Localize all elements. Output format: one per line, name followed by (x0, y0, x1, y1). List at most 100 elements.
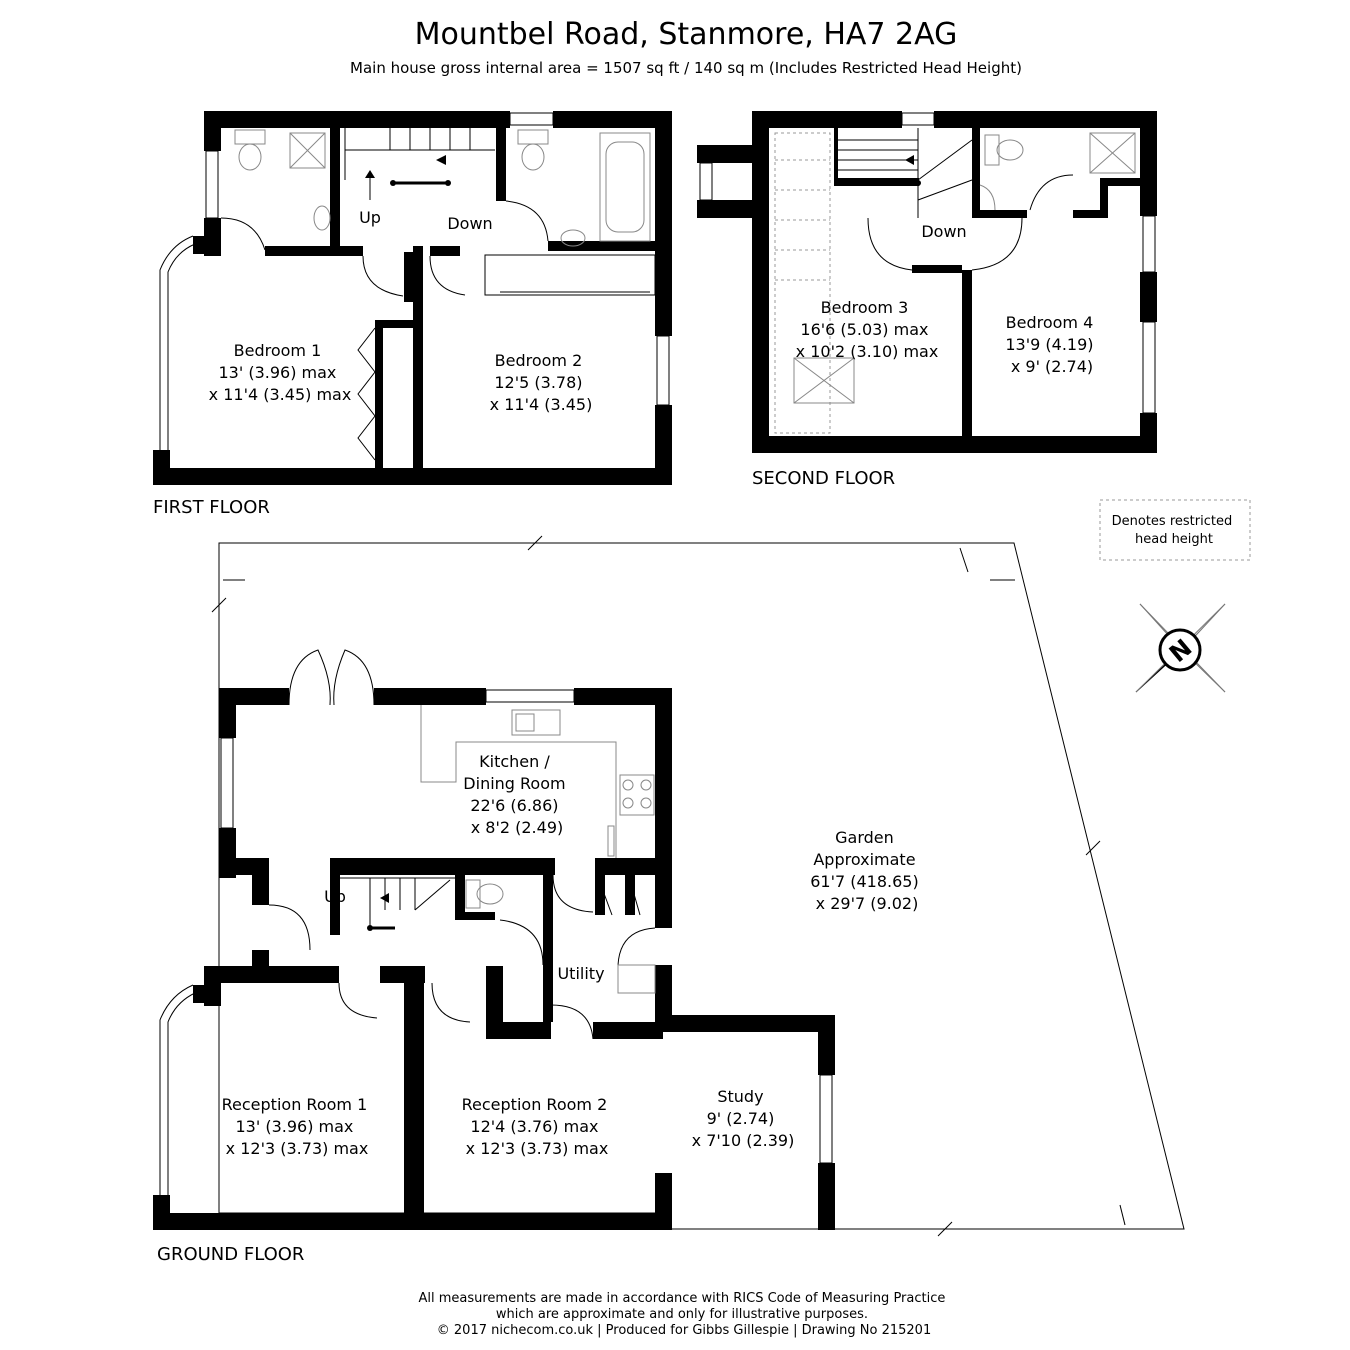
ground-floor-label: GROUND FLOOR (157, 1244, 304, 1265)
window (220, 737, 234, 829)
ensuite-fixtures (234, 129, 331, 231)
door-swing (550, 1004, 594, 1040)
reception-room-2-label: Reception Room 2 12'4 (3.76) max x 12'3 … (462, 1095, 613, 1158)
dimension-marker (527, 535, 543, 551)
wall (375, 320, 383, 468)
restricted-head-height-legend: Denotes restricted head height (1099, 499, 1251, 561)
door-swing (429, 255, 466, 296)
wall (414, 983, 424, 1213)
window (699, 162, 713, 201)
bay-window (159, 984, 194, 1195)
appliance (607, 825, 615, 857)
kitchen-label: Kitchen / Dining Room 22'6 (6.86) x 8'2 … (463, 752, 570, 837)
wall (655, 405, 672, 485)
wall (1140, 111, 1157, 216)
wall (1140, 272, 1157, 322)
wall (752, 111, 769, 453)
wall (204, 111, 221, 151)
wall (193, 236, 221, 254)
wall (330, 111, 340, 256)
wall (834, 128, 838, 183)
second-floor-stairs (838, 128, 973, 218)
wall (595, 858, 672, 875)
wall (818, 1163, 835, 1230)
wall (595, 875, 605, 915)
wall (330, 875, 340, 935)
wall (912, 265, 962, 273)
first-floor-plan: Up Down Bedroom 1 13' (3.96) max x 11'4 … (153, 111, 672, 518)
door-swing (617, 927, 656, 966)
ground-floor-plan: Kitchen / Dining Room 22'6 (6.86) x 8'2 … (153, 535, 1185, 1265)
french-door (333, 649, 375, 706)
cupboard-door (598, 879, 613, 916)
dimension-marker (959, 547, 969, 573)
study-label: Study 9' (2.74) x 7'10 (2.39) (692, 1087, 795, 1150)
wall (269, 966, 339, 983)
window (1142, 321, 1156, 414)
wall (697, 145, 769, 163)
wall (752, 111, 902, 128)
door-swing (268, 904, 311, 951)
sink (511, 709, 561, 736)
window (485, 689, 575, 703)
window (656, 335, 670, 406)
wall (934, 111, 1157, 128)
dimension-marker (1085, 840, 1101, 856)
wall (655, 965, 672, 1015)
first-floor-stairs (344, 128, 495, 200)
stairs-down-label: Down (921, 222, 966, 241)
disclaimer: All measurements are made in accordance … (418, 1291, 949, 1338)
window (509, 112, 554, 126)
ground-floor-stairs (340, 877, 455, 931)
bedroom-1-label: Bedroom 1 13' (3.96) max x 11'4 (3.45) m… (209, 341, 352, 404)
wall (153, 1195, 170, 1230)
french-door (288, 649, 331, 706)
bedroom-2-label: Bedroom 2 12'5 (3.78) x 11'4 (3.45) (490, 351, 593, 414)
wall (962, 270, 972, 450)
door-swing (431, 982, 471, 1023)
wc-fixtures (465, 879, 504, 909)
wall (655, 1173, 672, 1230)
wall (219, 688, 289, 705)
first-floor-label: FIRST FLOOR (153, 497, 270, 518)
plan-subtitle: Main house gross internal area = 1507 sq… (350, 59, 1022, 77)
stairs-up-label: Up (359, 208, 381, 227)
plan-title: Mountbel Road, Stanmore, HA7 2AG (415, 17, 958, 52)
door-swing (867, 217, 913, 271)
compass-rose: N (1135, 603, 1226, 693)
wall (153, 450, 170, 485)
wall (219, 858, 269, 875)
shower-room-fixtures (979, 132, 1136, 211)
wall (543, 966, 553, 1022)
second-floor-plan: Down Bedroom 3 16'6 (5.03) max x 10'2 (3… (697, 111, 1157, 489)
dimension-marker (211, 597, 227, 613)
svg-text:Denotes restricted head: Denotes restricted head height (1112, 514, 1237, 547)
appliance (617, 964, 656, 994)
wall (252, 875, 269, 905)
wall (374, 688, 486, 705)
wall (1073, 210, 1103, 218)
door-swing (505, 200, 549, 242)
door-swing (971, 217, 1023, 271)
wall (153, 468, 672, 485)
wall (834, 178, 919, 186)
bedroom-3-label: Bedroom 3 16'6 (5.03) max x 10'2 (3.10) … (796, 298, 939, 361)
wall (548, 241, 663, 251)
door-swing (220, 217, 266, 251)
wall (455, 875, 465, 920)
wall (380, 966, 425, 983)
wall (375, 320, 415, 328)
wardrobe-doors (357, 327, 376, 461)
door-swing (338, 982, 378, 1019)
kitchen-worktop (420, 705, 617, 858)
wall (486, 1022, 551, 1039)
wall (655, 858, 672, 928)
wall (219, 688, 236, 738)
wall (330, 858, 555, 875)
bathroom-fixtures (517, 129, 651, 247)
garden-label: Garden Approximate 61'7 (418.65) x 29'7 … (810, 828, 924, 913)
wall (972, 210, 1027, 218)
dimension-marker (937, 1221, 953, 1237)
wall (593, 1022, 663, 1039)
